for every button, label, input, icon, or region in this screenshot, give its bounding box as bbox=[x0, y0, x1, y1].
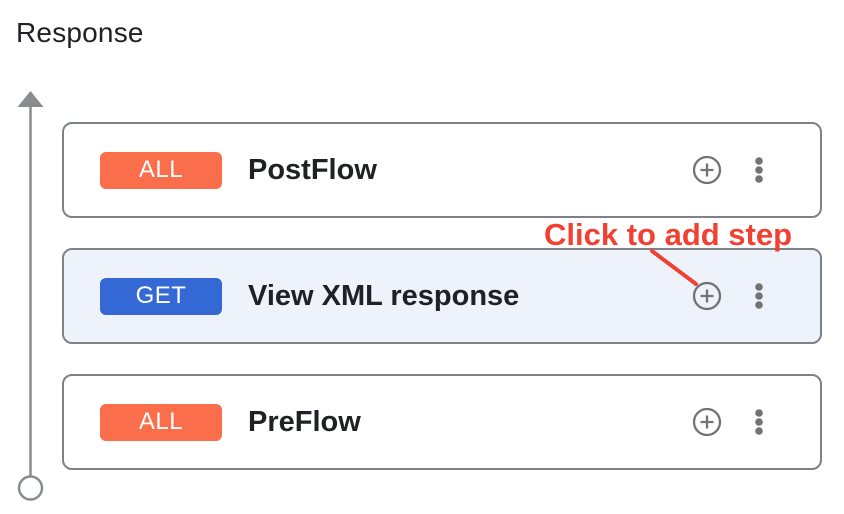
open-circle-icon bbox=[17, 475, 44, 501]
more-options-button[interactable] bbox=[742, 153, 776, 187]
method-badge: ALL bbox=[100, 403, 222, 441]
up-arrow-icon bbox=[17, 91, 44, 476]
method-badge: GET bbox=[100, 277, 222, 315]
page-title: Response bbox=[16, 17, 144, 48]
more-options-button[interactable] bbox=[742, 405, 776, 439]
plus-circle-icon bbox=[692, 281, 722, 311]
plus-circle-icon bbox=[692, 407, 722, 437]
kebab-menu-icon bbox=[755, 283, 763, 309]
flow-card-postflow[interactable]: ALL PostFlow bbox=[62, 122, 822, 218]
annotation-label: Click to add step bbox=[544, 217, 793, 252]
add-step-button[interactable] bbox=[690, 279, 724, 313]
kebab-menu-icon bbox=[755, 409, 763, 435]
method-badge: ALL bbox=[100, 151, 222, 189]
add-step-button[interactable] bbox=[690, 405, 724, 439]
flow-card-title: PostFlow bbox=[248, 153, 377, 186]
flow-card-view-xml-response[interactable]: GET View XML response bbox=[62, 248, 822, 344]
add-step-button[interactable] bbox=[690, 153, 724, 187]
kebab-menu-icon bbox=[755, 157, 763, 183]
more-options-button[interactable] bbox=[742, 279, 776, 313]
plus-circle-icon bbox=[692, 155, 722, 185]
flow-card-title: View XML response bbox=[248, 279, 520, 312]
flow-card-title: PreFlow bbox=[248, 405, 361, 438]
flow-card-preflow[interactable]: ALL PreFlow bbox=[62, 374, 822, 470]
